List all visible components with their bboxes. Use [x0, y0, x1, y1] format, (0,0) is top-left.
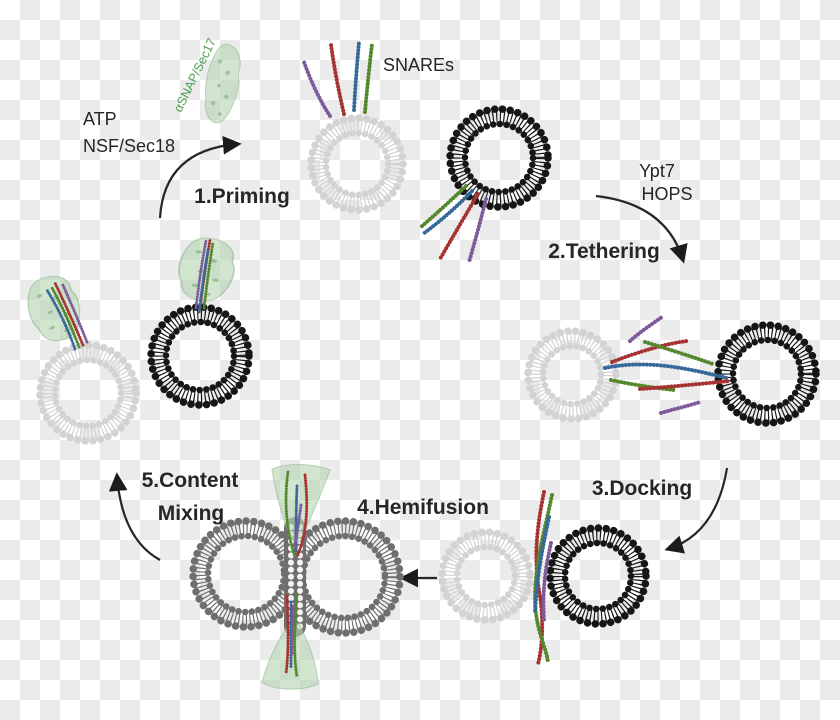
snare-strand — [638, 379, 731, 391]
vesicle-inner-leaflet — [299, 532, 389, 622]
stage-tethering: Ypt7 HOPS 2.Tethering — [419, 105, 693, 264]
vesicle-outer-leaflet — [307, 114, 407, 214]
cis-snare-strand — [60, 281, 89, 344]
trans-snare-strand — [293, 592, 299, 679]
vesicle-lipid-tails — [193, 521, 299, 627]
vesicle-inner-leaflet — [51, 356, 125, 430]
trans-snare-strand — [295, 473, 309, 559]
vesicle-outer-leaflet — [446, 105, 552, 211]
mixed-vesicle-gray — [18, 269, 140, 445]
vesicle-inner-leaflet — [461, 120, 537, 196]
vesicle-inner-leaflet — [539, 342, 605, 408]
trans-snare-strand — [541, 541, 553, 622]
snare-strand — [302, 60, 332, 118]
snare-strand — [352, 40, 361, 112]
trans-snare-strand — [290, 604, 295, 658]
trans-snare-strand — [284, 470, 297, 559]
tethering-vesicle — [419, 105, 552, 264]
primed-vesicle — [302, 40, 407, 214]
docked-pair — [438, 490, 650, 666]
snare-strand — [421, 189, 474, 236]
ypt7-label: Ypt7 — [639, 161, 675, 181]
vesicle-lipid-tails — [151, 307, 249, 405]
cis-snare-strand — [49, 284, 81, 349]
cis-snare-strand — [202, 240, 215, 310]
cis-snare-strand — [194, 239, 208, 310]
cis-snare-strand — [197, 248, 210, 314]
snare-strand — [603, 362, 729, 380]
trans-snare-strand — [284, 594, 290, 676]
snare-strand — [659, 400, 702, 415]
atp-label: ATP — [83, 109, 117, 129]
step1-label: 1.Priming — [194, 185, 290, 208]
vesicle-outer-leaflet — [524, 327, 620, 423]
snare-strand — [438, 192, 480, 261]
vesicle-lipid-tails — [450, 109, 548, 207]
hops-label: HOPS — [641, 184, 692, 204]
snares-label: SNAREs — [383, 55, 454, 75]
step4-label: 4.Hemifusion — [357, 496, 489, 519]
step5-label-line2: Mixing — [158, 502, 225, 525]
stage-hemifusion: 4.Hemifusion — [189, 464, 489, 690]
vesicle-inner-leaflet — [204, 532, 288, 616]
snare-strand — [419, 184, 468, 229]
vesicle-lipid-tails — [288, 521, 400, 633]
vesicle-inner-leaflet — [453, 543, 519, 609]
vesicle-lipid-tails — [442, 532, 530, 620]
cis-snare-strand — [53, 281, 85, 347]
stage-docking: 3.Docking — [438, 467, 729, 666]
tethering-arrow — [595, 194, 688, 264]
hemifused-pair — [189, 464, 404, 690]
snare-strand — [363, 42, 374, 114]
vesicle-outer-leaflet — [36, 341, 140, 445]
vesicle-inner-leaflet — [322, 129, 392, 199]
step5-label-line1: 5.Content — [142, 469, 239, 492]
vesicle-inner-leaflet — [729, 336, 805, 412]
stage-content-mixing: 5.Content Mixing — [18, 236, 253, 561]
snare-strand — [329, 43, 346, 116]
vesicle-lipid-tails — [311, 118, 403, 210]
snare-strand — [610, 339, 689, 364]
docking-arrow — [664, 467, 729, 554]
stage-priming: αSNAP/Sec17 ATP NSF/Sec18 1.Priming — [83, 36, 290, 219]
vesicle-lipid-tails — [528, 331, 616, 419]
nsf-sec18-label: NSF/Sec18 — [83, 136, 175, 156]
trans-snare-strand — [534, 490, 546, 666]
snare-strand — [609, 378, 676, 392]
vesicle-outer-leaflet — [438, 528, 534, 624]
content-mixing-arrow — [108, 472, 161, 561]
vesicle-outer-leaflet — [714, 321, 820, 427]
step2-label: 2.Tethering — [548, 240, 660, 263]
vesicle-lipid-tails — [718, 325, 816, 423]
vesicle-inner-leaflet — [561, 539, 635, 613]
cis-snare-strand — [45, 288, 77, 351]
priming-arrow — [158, 135, 242, 219]
vesicle-inner-leaflet — [162, 318, 238, 394]
vesicle-outer-leaflet — [546, 524, 650, 628]
step3-label: 3.Docking — [592, 477, 692, 500]
vesicle-lipid-tails — [40, 345, 136, 441]
tethered-pair — [524, 315, 820, 427]
snare-strand — [628, 315, 664, 343]
snap-protein-blob — [271, 464, 331, 543]
vesicle-lipid-tails — [550, 528, 646, 624]
snare-strand — [643, 340, 715, 366]
snare-strand — [467, 197, 488, 264]
mixed-vesicle-black — [147, 236, 253, 409]
trans-snare-strand — [533, 515, 551, 614]
trans-snare-strand — [293, 503, 303, 550]
